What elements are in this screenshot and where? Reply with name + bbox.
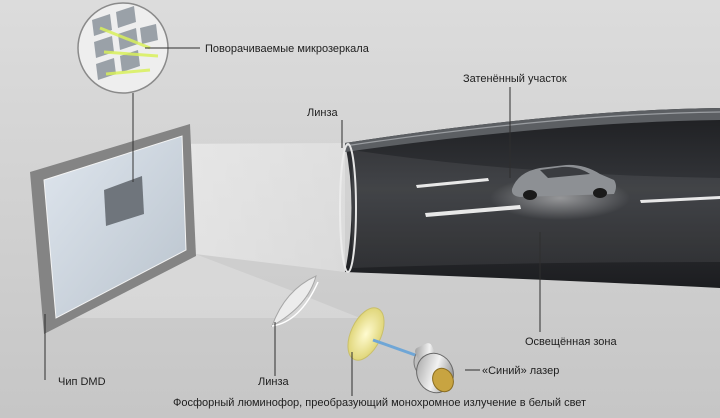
label-blue-laser: «Синий» лазер <box>482 365 559 377</box>
label-lens-top: Линза <box>307 107 338 119</box>
label-dmd-chip: Чип DMD <box>58 376 106 388</box>
car-wheel <box>593 188 607 198</box>
label-lens-bottom: Линза <box>258 376 289 388</box>
car-wheel <box>523 190 537 200</box>
label-shaded-area: Затенённый участок <box>463 73 567 85</box>
label-lit-zone: Освещённая зона <box>525 336 617 348</box>
label-micromirrors: Поворачиваемые микрозеркала <box>205 43 370 55</box>
label-phosphor: Фосфорный люминофор, преобразующий монох… <box>173 397 586 409</box>
